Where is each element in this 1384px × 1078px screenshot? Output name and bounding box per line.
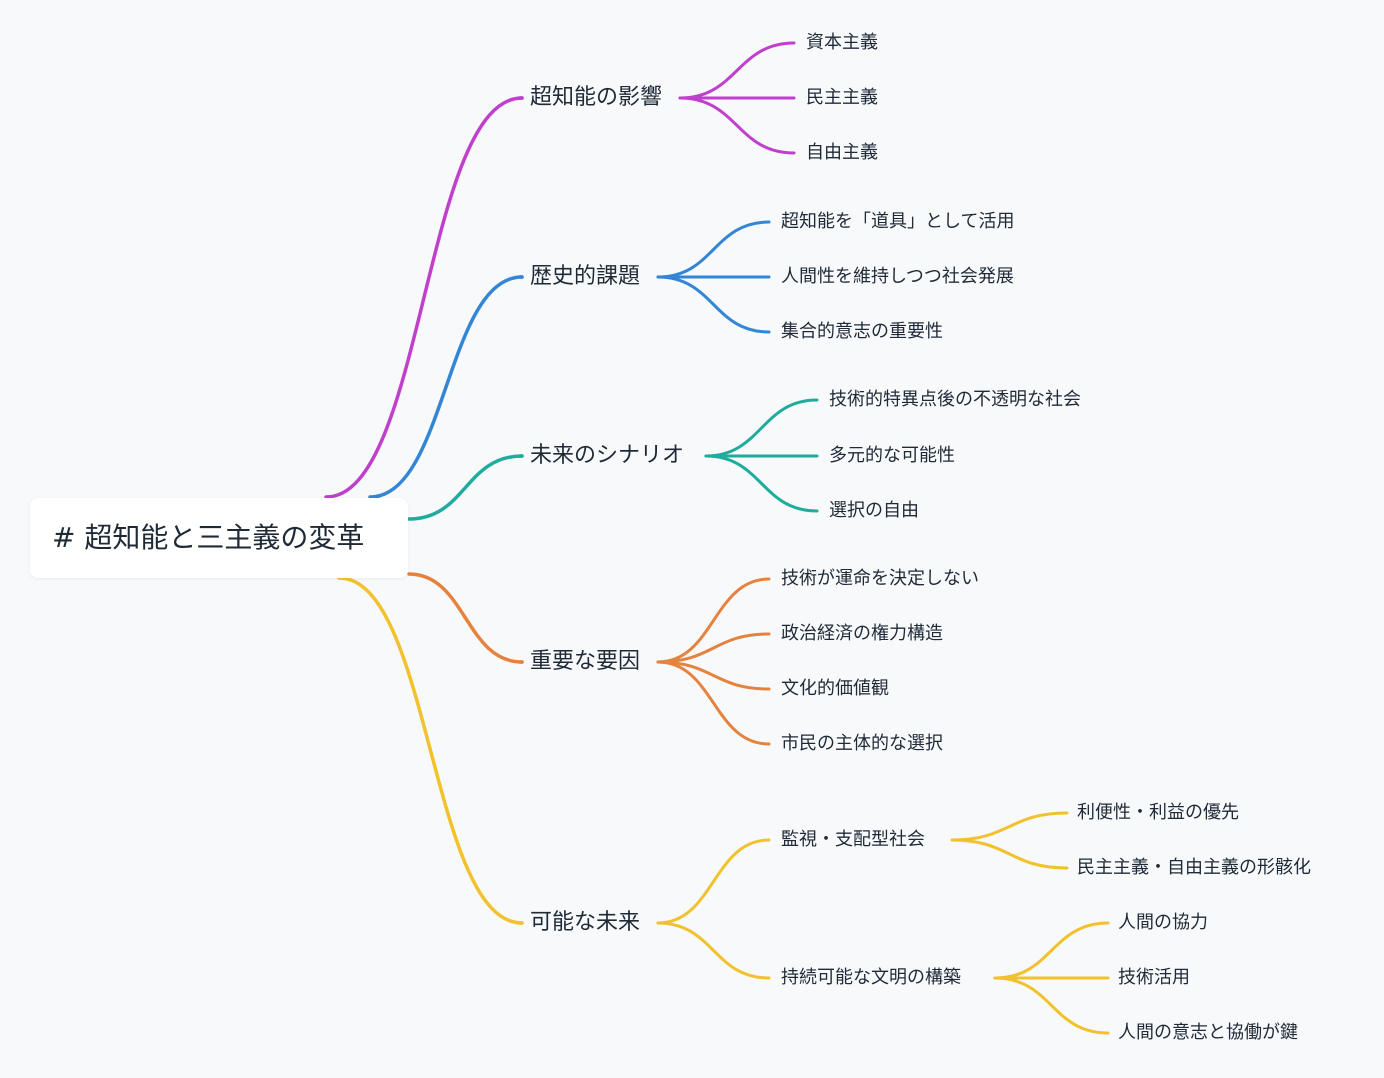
branch-link [337, 576, 524, 925]
child-link [656, 921, 771, 980]
root-node[interactable] [30, 498, 408, 578]
branch-node-label[interactable]: 可能な未来 [530, 910, 640, 935]
child-node-label[interactable]: 集合的意志の重要性 [781, 321, 943, 342]
grandchild-node-label[interactable]: 人間の協力 [1118, 912, 1208, 933]
branch-link [407, 454, 524, 521]
child-node-label[interactable]: 政治経済の権力構造 [781, 623, 943, 644]
branch-link [407, 572, 524, 664]
child-node-label[interactable]: 超知能を「道具」として活用 [781, 211, 1014, 232]
child-link [656, 838, 771, 925]
branch-link [368, 275, 524, 499]
child-node-label[interactable]: 持続可能な文明の構築 [781, 967, 961, 988]
grandchild-link [993, 976, 1110, 1035]
child-link [704, 398, 819, 458]
child-node-label[interactable]: 民主主義 [806, 87, 878, 108]
child-link [678, 96, 796, 155]
branch-node-label[interactable]: 未来のシナリオ [530, 443, 684, 468]
branch-link [324, 96, 524, 499]
grandchild-node-label[interactable]: 人間の意志と協働が鍵 [1118, 1022, 1298, 1043]
child-node-label[interactable]: 技術的特異点後の不透明な社会 [829, 389, 1081, 410]
child-link [656, 577, 771, 664]
child-node-label[interactable]: 自由主義 [806, 142, 878, 163]
child-node-label[interactable]: 資本主義 [806, 32, 878, 53]
child-link [678, 41, 796, 100]
root-node-label: # 超知能と三主義の変革 [52, 521, 365, 554]
child-link [656, 660, 771, 746]
child-node-label[interactable]: 選択の自由 [829, 500, 919, 521]
grandchild-node-label[interactable]: 技術活用 [1118, 967, 1190, 988]
grandchild-node-label[interactable]: 民主主義・自由主義の形骸化 [1077, 857, 1311, 878]
child-link [656, 275, 771, 334]
grandchild-link [950, 811, 1069, 842]
child-link [656, 632, 771, 664]
mindmap-links [324, 41, 1110, 1035]
branch-node-label[interactable]: 超知能の影響 [530, 85, 662, 110]
child-node-label[interactable]: 市民の主体的な選択 [781, 733, 943, 754]
child-link [656, 660, 771, 691]
child-node-label[interactable]: 文化的価値観 [781, 678, 889, 699]
child-link [704, 454, 819, 513]
branch-node-label[interactable]: 重要な要因 [530, 649, 640, 674]
child-link [656, 220, 771, 279]
child-node-label[interactable]: 監視・支配型社会 [781, 829, 925, 850]
child-node-label[interactable]: 人間性を維持しつつ社会発展 [781, 266, 1014, 287]
child-node-label[interactable]: 技術が運命を決定しない [781, 568, 979, 589]
grandchild-node-label[interactable]: 利便性・利益の優先 [1077, 802, 1239, 823]
grandchild-link [950, 838, 1069, 870]
branch-node-label[interactable]: 歴史的課題 [530, 264, 640, 289]
child-node-label[interactable]: 多元的な可能性 [829, 445, 955, 466]
grandchild-link [993, 921, 1110, 980]
